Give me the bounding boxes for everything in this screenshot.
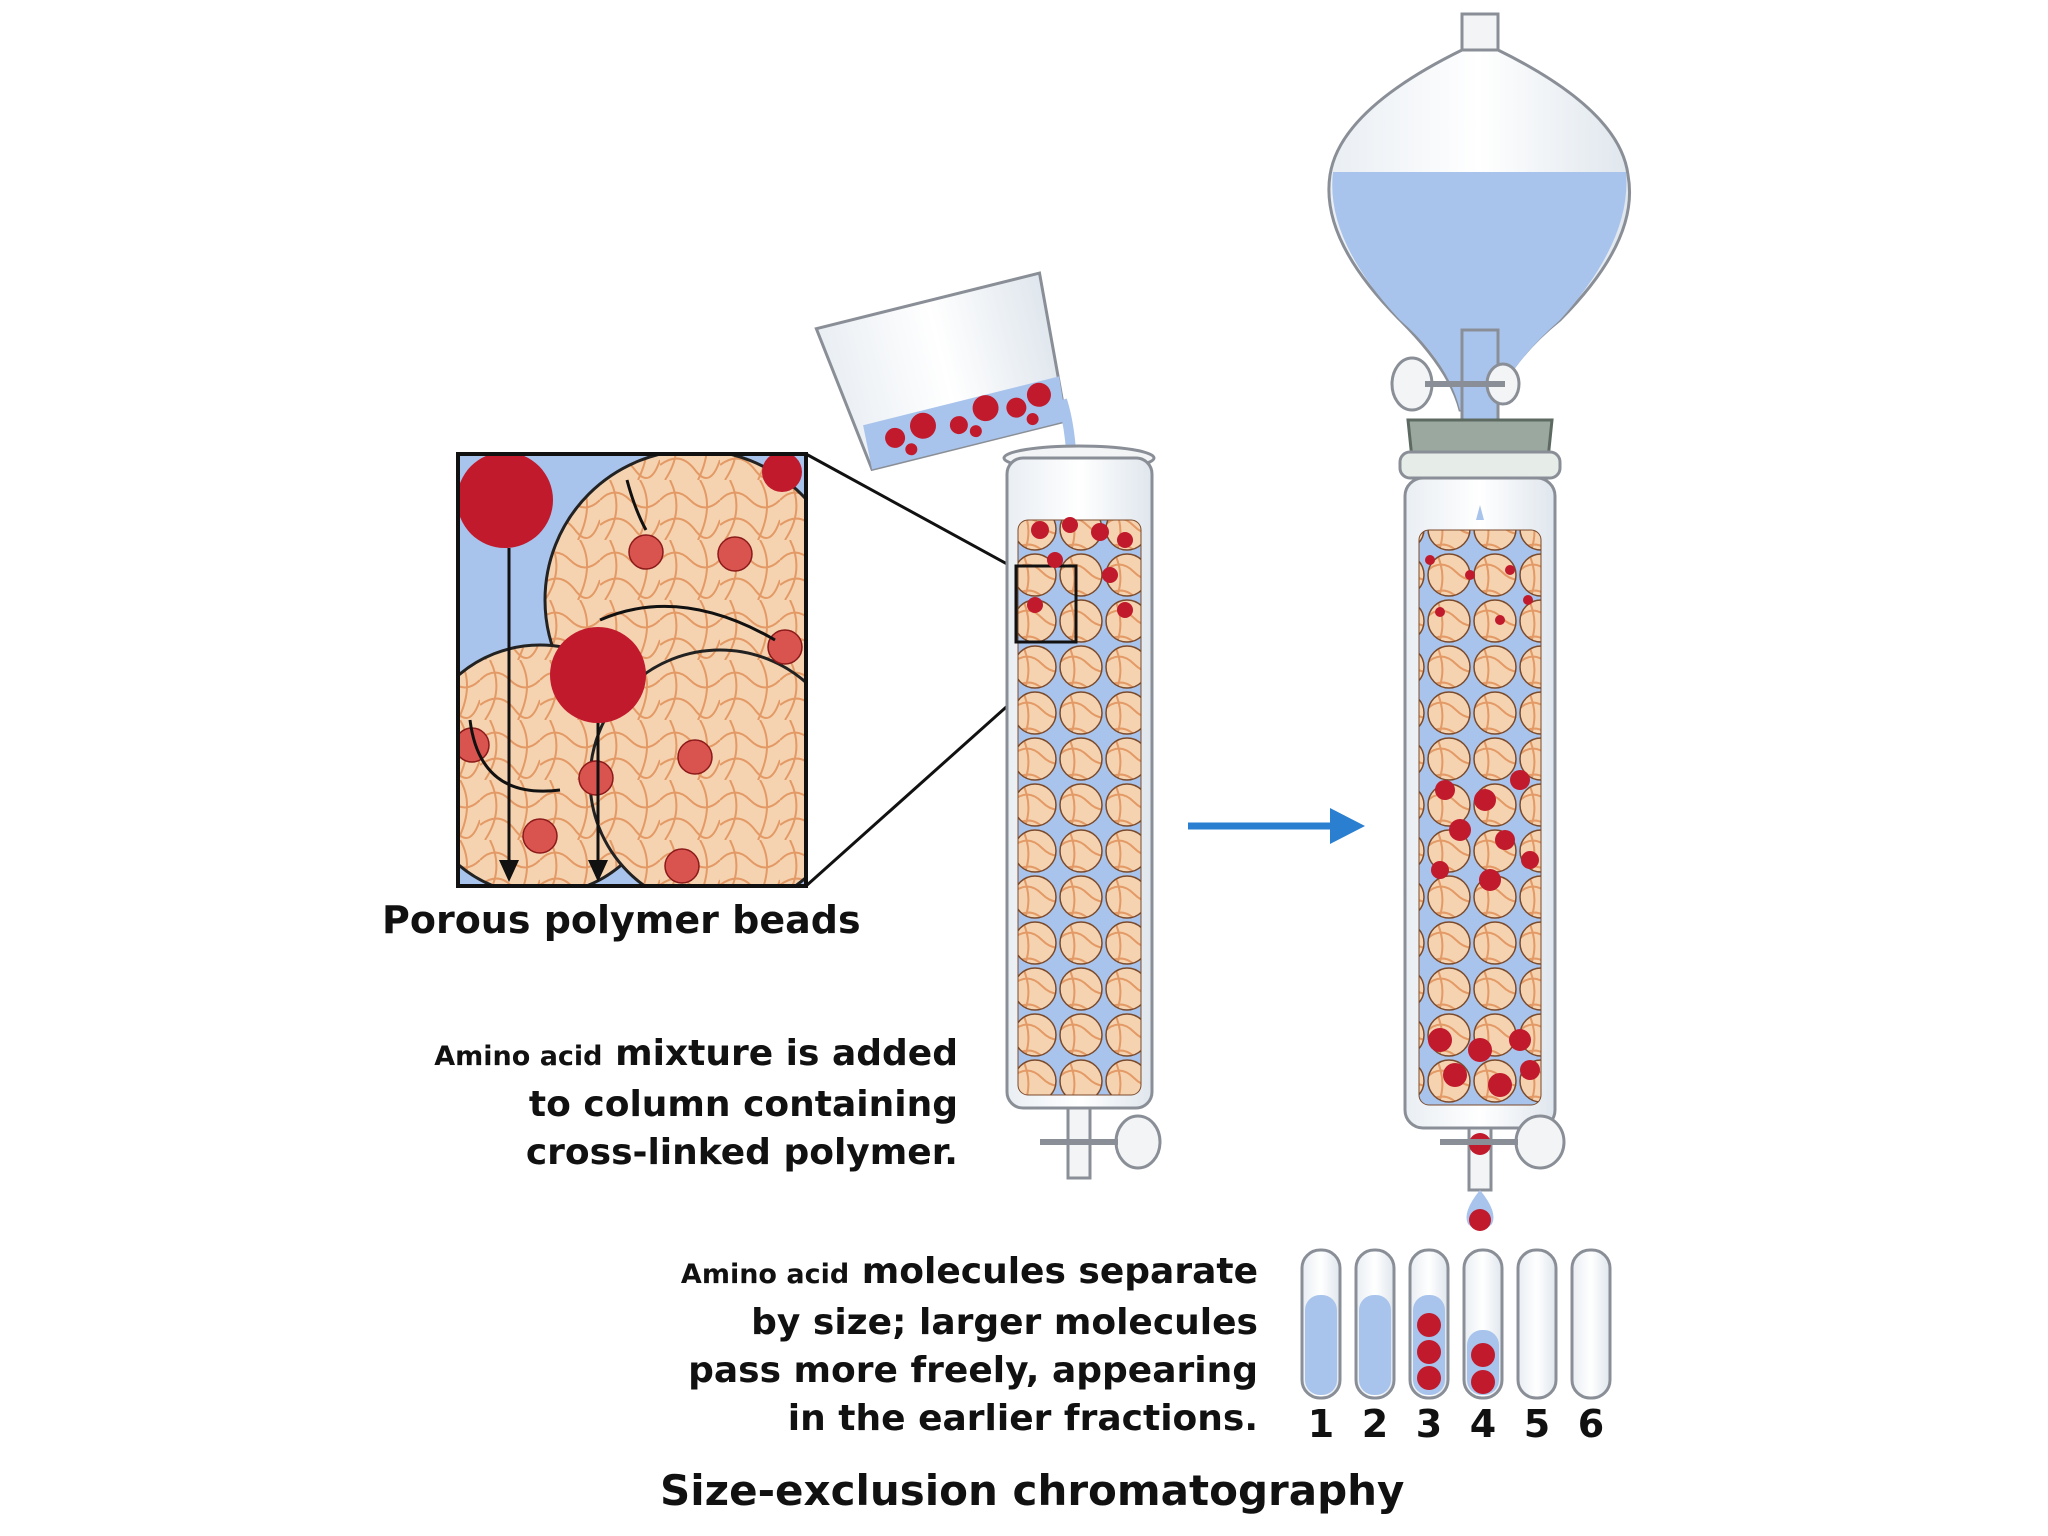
separation-caption-line-3: pass more freely, appearing <box>688 1350 1258 1391</box>
path-arrows <box>468 479 776 868</box>
mixture-caption: Amino acid mixture is added to column co… <box>434 1030 958 1177</box>
fraction-tube-5 <box>1516 1248 1558 1400</box>
fraction-tube-2 <box>1354 1248 1396 1400</box>
fraction-tube-1 <box>1300 1248 1342 1400</box>
large-molecule <box>460 456 553 548</box>
reservoir-funnel <box>1327 12 1632 432</box>
fraction-tube-3 <box>1408 1248 1450 1400</box>
column-right <box>1398 418 1566 1231</box>
fraction-tube-6 <box>1570 1248 1612 1400</box>
mixture-caption-line-2: to column containing <box>528 1084 958 1125</box>
separation-caption-small: Amino acid <box>680 1259 850 1290</box>
fraction-number: 5 <box>1523 1402 1551 1446</box>
large-molecule <box>762 456 802 492</box>
fraction-number: 4 <box>1469 1402 1497 1446</box>
fraction-number: 6 <box>1577 1402 1605 1446</box>
mixture-caption-line-3: cross-linked polymer. <box>525 1132 958 1173</box>
stopcock-handle <box>1114 1114 1162 1170</box>
fraction-number: 3 <box>1415 1402 1443 1446</box>
beaker <box>814 271 1068 472</box>
diagram-title: Size-exclusion chromatography <box>660 1466 1405 1515</box>
zoom-line <box>805 452 1019 572</box>
large-molecule <box>550 627 646 723</box>
separation-caption-line-2: by size; larger molecules <box>751 1302 1258 1343</box>
process-arrow <box>1188 808 1365 844</box>
separation-caption-line-1: molecules separate <box>861 1251 1258 1292</box>
mixture-caption-small: Amino acid <box>434 1041 603 1072</box>
fraction-number: 1 <box>1307 1402 1335 1446</box>
zoom-box <box>1014 564 1078 644</box>
zoom-inset <box>456 452 1071 888</box>
separation-caption: Amino acid molecules separate by size; l… <box>681 1248 1258 1443</box>
beads-caption: Porous polymer beads <box>382 898 861 942</box>
stopcock-handle <box>1514 1114 1566 1170</box>
fraction-tubes <box>1300 1248 1612 1400</box>
column-left <box>1002 444 1162 1180</box>
separation-caption-line-4: in the earlier fractions. <box>787 1398 1258 1439</box>
fraction-number: 2 <box>1361 1402 1389 1446</box>
mixture-caption-line-1: mixture is added <box>615 1033 958 1074</box>
fraction-tube-4 <box>1462 1248 1504 1400</box>
small-molecules <box>460 534 803 884</box>
